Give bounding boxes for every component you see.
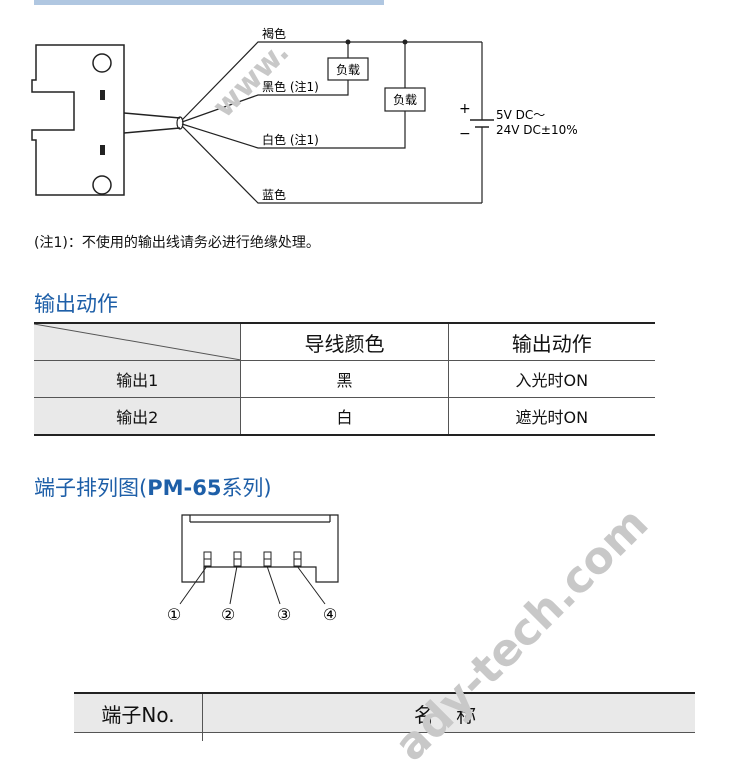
emitter-slot [100, 90, 105, 100]
wire-blue-label: 蓝色 [262, 188, 286, 202]
wire-white-line [181, 111, 406, 149]
header-name: 名 称 [202, 693, 695, 733]
terminal-table: 端子No. 名 称 [74, 692, 695, 741]
load-box-1 [327, 57, 369, 81]
mounting-hole-bottom [92, 175, 112, 195]
receiver-slot [100, 145, 105, 155]
pin-1 [179, 551, 212, 605]
load-label-2: 负载 [393, 93, 417, 107]
pin-label-1: ① [167, 605, 181, 624]
wire-white-label: 白色 (注1) [262, 132, 319, 147]
terminal-title-prefix: 端子排列图( [34, 476, 148, 500]
row-label: 输出1 [34, 360, 241, 398]
cropped-heading-fragment [34, 0, 384, 5]
row-label: 输出2 [34, 397, 241, 435]
pin-3 [263, 551, 281, 605]
sensor-body [31, 44, 125, 196]
row-color: 白 [240, 397, 449, 435]
note-text: (注1)：不使用的输出线请务必进行绝缘处理。 [34, 235, 320, 251]
wiring-diagram: 负载 负载 + − 5V DC～ 24V DC±10% 褐色 黑色 (注1) 白… [31, 0, 578, 204]
junction-dot-2 [402, 39, 408, 45]
connector-housing [181, 514, 339, 583]
pin-label-3: ③ [277, 605, 291, 624]
row-action: 遮光时ON [447, 397, 655, 435]
diagonal-header-cell [34, 323, 241, 361]
row-action: 入光时ON [447, 360, 655, 398]
table-row: 输出2 白 遮光时ON [34, 397, 655, 435]
diagonal-line [34, 324, 241, 360]
terminal-table-header: 端子No. 名 称 [74, 693, 695, 733]
supply-voltage-1: 5V DC～ [496, 108, 545, 122]
plus-sign: + [459, 101, 471, 117]
terminal-title-suffix: 系列) [221, 476, 272, 500]
supply-voltage-2: 24V DC±10% [496, 123, 578, 137]
cable [123, 112, 181, 134]
wire-brown-label: 褐色 [262, 26, 286, 41]
row-color: 黑 [240, 360, 449, 398]
pin-label-4: ④ [323, 605, 337, 624]
cable-end [176, 116, 184, 130]
connector-diagram: ① ② ③ ④ [167, 514, 339, 624]
pin-4 [293, 551, 326, 605]
wire-blue-line [181, 125, 482, 204]
mounting-hole-top [92, 53, 112, 73]
minus-sign: − [459, 126, 471, 142]
header-terminal-no: 端子No. [74, 693, 203, 733]
load-label-1: 负载 [336, 63, 360, 77]
table-row: 输出1 黑 入光时ON [34, 360, 655, 398]
section-title-output: 输出动作 [34, 292, 118, 316]
header-wire-color: 导线颜色 [240, 323, 449, 361]
table-header-row: 导线颜色 输出动作 [34, 323, 655, 361]
terminal-title-model: PM-65 [147, 476, 222, 500]
junction-dot-1 [345, 39, 351, 45]
section-title-terminal: 端子排列图(PM-65系列) [34, 472, 272, 502]
output-table: 导线颜色 输出动作 输出1 黑 入光时ON 输出2 白 遮光时ON [34, 322, 655, 436]
pin-label-2: ② [221, 605, 235, 624]
load-box-2 [384, 87, 426, 112]
pin-2 [229, 551, 242, 605]
header-output-action: 输出动作 [447, 323, 655, 361]
wire-black-line [181, 80, 349, 123]
wire-black-label: 黑色 (注1) [262, 79, 319, 94]
